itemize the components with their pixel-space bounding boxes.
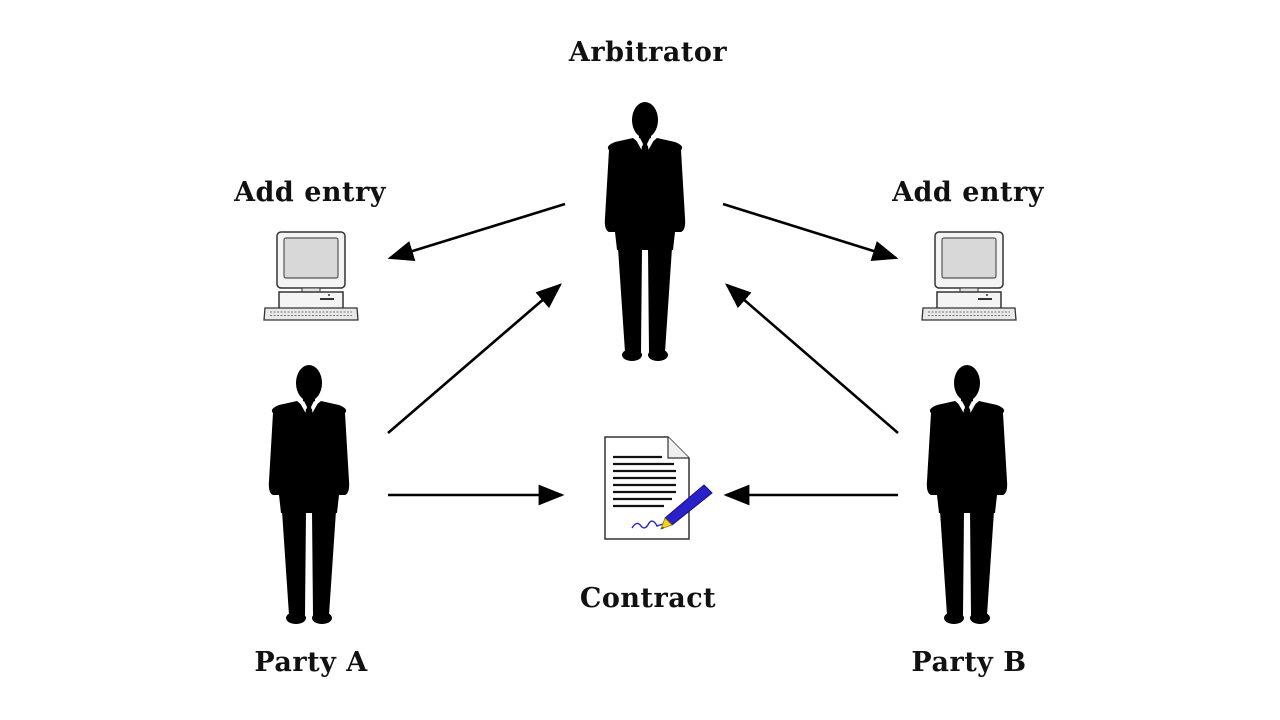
party-a-label: Party A [254, 647, 368, 678]
arrow-party-a-to-arbitrator [387, 283, 562, 434]
pen-icon [660, 484, 713, 530]
party-b-label: Party B [911, 647, 1027, 678]
arrow-party-b-to-arbitrator [725, 283, 899, 434]
party-b-person-icon [926, 365, 1008, 624]
arrows [387, 202, 899, 506]
arbitrator-label: Arbitrator [568, 37, 728, 68]
signed-document-icon [604, 436, 713, 540]
computer-icon-right [921, 231, 1017, 321]
computer-icon-left [263, 231, 359, 321]
arbitrator-person-icon [604, 102, 686, 361]
arrow-arbitrator-to-right-computer [722, 202, 899, 261]
arrow-arbitrator-to-left-computer [387, 202, 566, 262]
add-entry-label-right: Add entry [892, 177, 1044, 208]
contract-label: Contract [579, 583, 717, 614]
party-a-person-icon [268, 365, 350, 624]
add-entry-label-left: Add entry [234, 177, 386, 208]
